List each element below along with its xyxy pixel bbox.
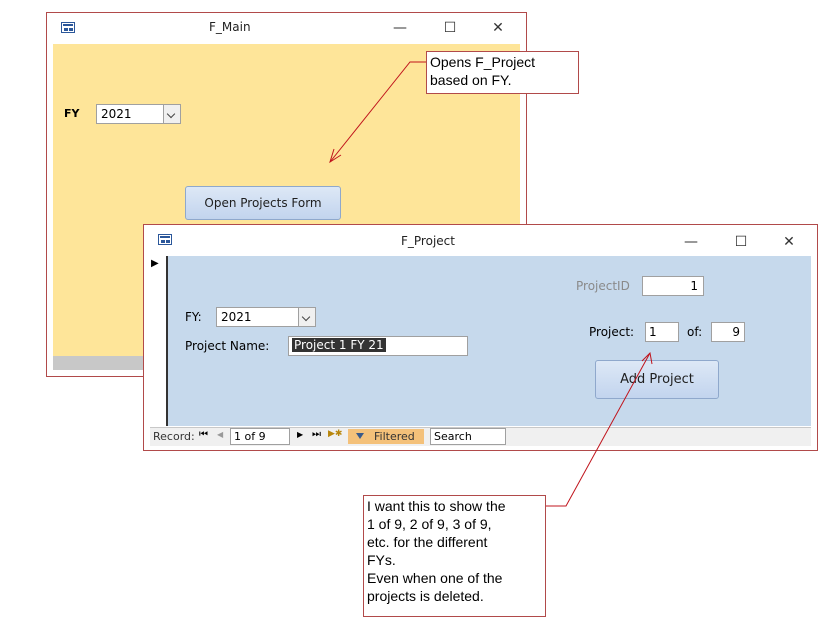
of-value: 9 [732,325,740,339]
annotation-bottom-line-3: etc. for the different [367,534,488,550]
f-main-titlebar[interactable]: F_Main — ☐ ✕ [47,13,526,43]
add-project-button[interactable]: Add Project [595,360,719,399]
form-icon [158,234,172,245]
record-navigation-bar: Record: ⏮ ◀ 1 of 9 ▶ ⏭ ▶✱ Filtered Searc… [150,427,811,446]
new-record-icon[interactable]: ▶✱ [328,429,343,439]
last-record-icon[interactable]: ⏭ [312,429,321,440]
of-label: of: [687,325,703,339]
project-number-field[interactable]: 1 [645,322,679,342]
minimize-button[interactable]: — [684,234,698,250]
f-main-title: F_Main [209,20,251,34]
fy-label: FY [64,107,80,120]
fy-combo[interactable]: 2021 [96,104,181,124]
current-record-field[interactable]: 1 of 9 [230,428,290,445]
open-projects-form-button[interactable]: Open Projects Form [185,186,341,220]
record-label: Record: [153,430,195,443]
f-project-window: F_Project — ☐ ✕ ▶ FY: 2021 Project Name:… [143,224,818,451]
form-icon [61,22,75,33]
fy-combo-value: 2021 [101,107,132,121]
minimize-button[interactable]: — [393,20,407,36]
previous-record-icon[interactable]: ◀ [217,430,224,439]
filtered-label: Filtered [374,430,415,443]
f-project-body: ▶ FY: 2021 Project Name: Project 1 FY 21… [150,256,811,426]
project-fy-value: 2021 [221,310,252,324]
annotation-bottom-line-1: I want this to show the [367,498,506,514]
annotation-top: Opens F_Project based on FY. [426,51,579,94]
record-selector-bar[interactable]: ▶ [150,256,168,426]
current-record-value: 1 of 9 [234,430,266,443]
maximize-button[interactable]: ☐ [443,20,457,36]
annotation-top-line-1: Opens F_Project [430,54,536,70]
project-fy-combo[interactable]: 2021 [216,307,316,327]
annotation-bottom: I want this to show the 1 of 9, 2 of 9, … [363,495,546,617]
annotation-bottom-line-2: 1 of 9, 2 of 9, 3 of 9, [367,516,492,532]
project-fy-label: FY: [185,310,202,324]
close-button[interactable]: ✕ [492,20,504,36]
project-name-value: Project 1 FY 21 [292,338,386,352]
first-record-icon[interactable]: ⏮ [199,429,208,440]
close-button[interactable]: ✕ [783,234,795,250]
funnel-icon [356,433,364,439]
annotation-top-line-2: based on FY. [430,72,512,88]
search-placeholder: Search [434,430,472,443]
chevron-down-icon[interactable] [163,105,180,123]
project-number-value: 1 [649,325,657,339]
project-id-value: 1 [690,279,698,293]
project-number-label: Project: [589,325,635,339]
maximize-button[interactable]: ☐ [734,234,748,250]
chevron-down-icon[interactable] [298,308,315,326]
arrow-to-open-button [329,61,426,164]
record-selector-arrow-icon: ▶ [151,258,159,269]
annotation-bottom-line-5: Even when one of the [367,570,503,586]
annotation-bottom-line-6: projects is deleted. [367,588,484,604]
project-name-field[interactable]: Project 1 FY 21 [288,336,468,356]
project-id-field[interactable]: 1 [642,276,704,296]
f-project-titlebar[interactable]: F_Project — ☐ ✕ [144,225,817,255]
next-record-icon[interactable]: ▶ [297,430,304,439]
annotation-bottom-line-4: FYs. [367,552,396,568]
project-name-label: Project Name: [185,339,270,353]
filtered-toggle[interactable]: Filtered [348,429,424,444]
search-input[interactable]: Search [430,428,506,445]
project-id-label: ProjectID [576,279,630,293]
of-field[interactable]: 9 [711,322,745,342]
f-project-title: F_Project [401,234,455,248]
arrow-to-project-field [546,351,653,507]
